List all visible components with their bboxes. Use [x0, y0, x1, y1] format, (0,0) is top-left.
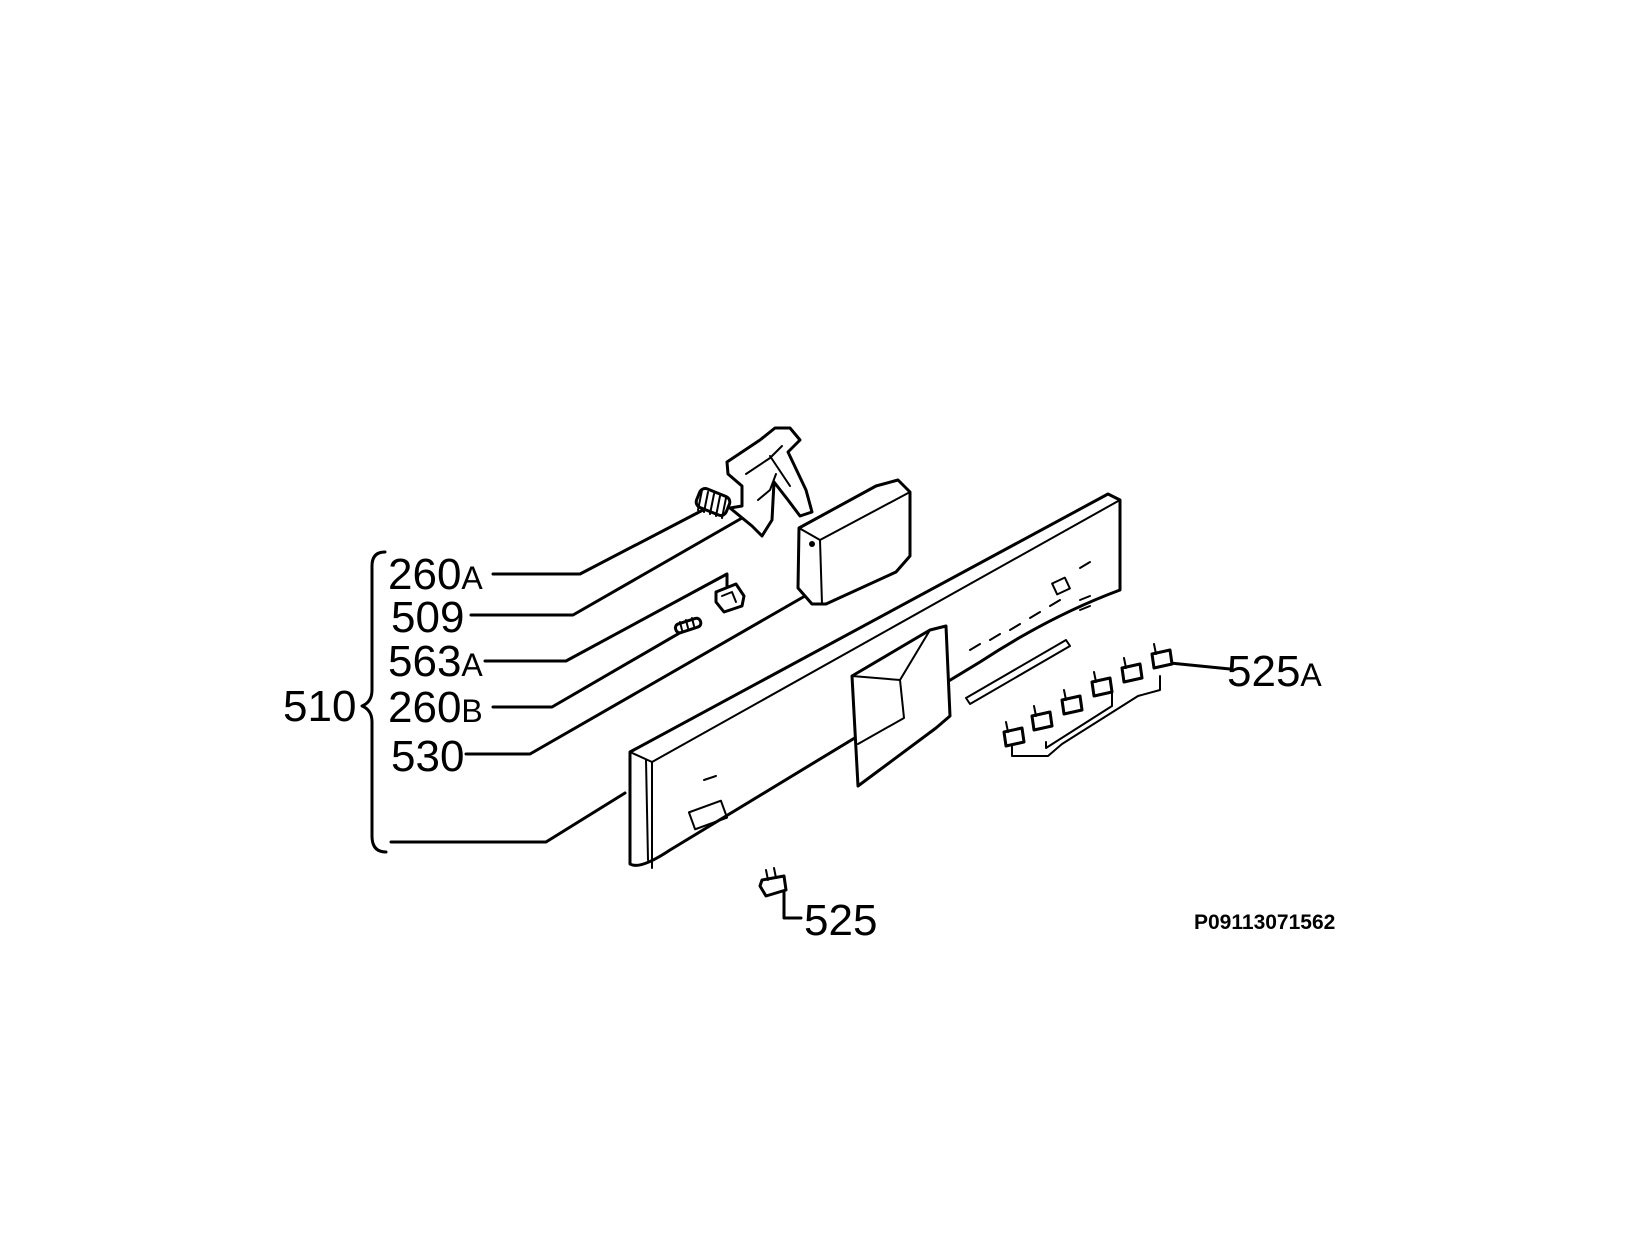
leader-525	[782, 884, 803, 920]
label-525a-num: 525	[1227, 647, 1301, 696]
label-260b: 260B	[388, 686, 483, 730]
leader-509	[469, 512, 751, 617]
leader-510	[389, 791, 627, 844]
cover-530-part	[796, 478, 912, 606]
leader-525a	[1168, 661, 1232, 671]
label-260a: 260A	[388, 553, 483, 597]
label-260a-num: 260	[388, 550, 462, 599]
label-509: 509	[391, 596, 464, 640]
drawing-code: P09113071562	[1194, 911, 1336, 934]
label-525a-suffix: A	[1300, 657, 1322, 693]
label-260b-num: 260	[388, 683, 462, 732]
pin-563a-part	[714, 582, 746, 614]
leader-563a	[483, 572, 729, 663]
label-509-num: 509	[391, 593, 465, 642]
leader-lines	[389, 508, 1232, 920]
button-525-part	[758, 867, 788, 898]
spring-260b-part	[673, 616, 703, 635]
label-260a-suffix: A	[461, 560, 483, 596]
label-530: 530	[391, 735, 464, 779]
control-panel-510-part	[628, 492, 1122, 869]
label-510: 510	[283, 682, 357, 731]
label-525: 525	[804, 899, 877, 943]
label-563a-num: 563	[388, 637, 462, 686]
leader-260a	[491, 508, 705, 576]
lever-509-part	[725, 426, 814, 538]
label-530-num: 530	[391, 732, 465, 781]
label-563a: 563A	[388, 640, 483, 684]
leader-530	[464, 594, 807, 756]
leader-260b	[491, 629, 685, 709]
label-563a-suffix: A	[461, 647, 483, 683]
button-strip-525a-part	[1002, 643, 1174, 757]
group-brace-510	[360, 550, 388, 854]
label-525a: 525A	[1227, 650, 1322, 694]
label-260b-suffix: B	[461, 693, 483, 729]
label-525-num: 525	[804, 896, 878, 945]
spring-260a-part	[694, 487, 732, 519]
